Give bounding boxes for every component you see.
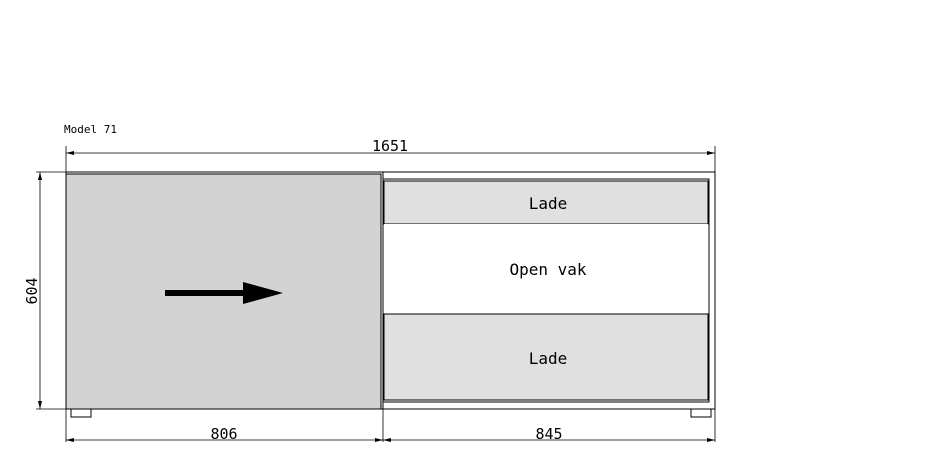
bottom-drawer-label: Lade: [529, 349, 568, 368]
arrow-right-icon: [165, 282, 283, 304]
bottom-dimensions: 806 845: [65, 409, 716, 443]
bottom-drawer: [383, 313, 709, 401]
left-foot: [70, 408, 92, 418]
height-label: 604: [23, 277, 41, 304]
open-compartment-label: Open vak: [509, 260, 586, 279]
right-foot: [690, 408, 712, 418]
drawing-title: Model 71: [64, 123, 117, 136]
open-compartment: [384, 224, 708, 313]
total-width-label: 1651: [372, 137, 408, 155]
left-width-label: 806: [210, 425, 237, 443]
total-width-dimension: 1651: [65, 137, 716, 172]
right-width-label: 845: [535, 425, 562, 443]
height-dimension: 604: [23, 171, 66, 410]
top-drawer-label: Lade: [529, 194, 568, 213]
top-drawer: [383, 180, 709, 225]
